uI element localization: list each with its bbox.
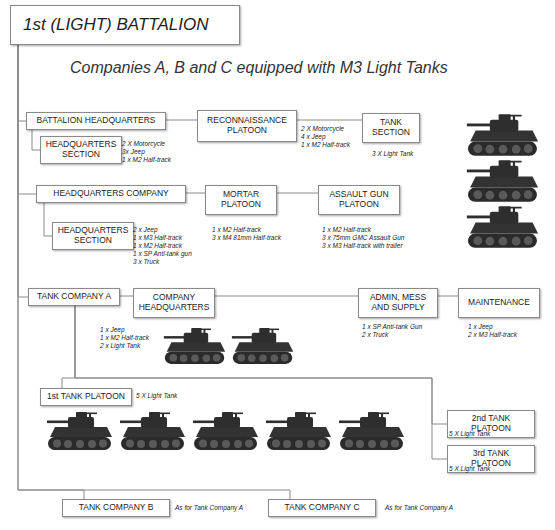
equipment-note: 3 X Light Tank bbox=[372, 150, 413, 158]
company-box: TANK COMPANY A bbox=[28, 288, 120, 306]
subtitle: Companies A, B and C equipped with M3 Li… bbox=[70, 58, 448, 78]
light-tank bbox=[266, 412, 331, 450]
equipment-note: 2 x Light Tank bbox=[100, 342, 140, 350]
light-tank bbox=[47, 412, 112, 450]
support-box: ADMIN, MESS AND SUPPLY bbox=[358, 288, 438, 318]
equipment-note: 2 X Motorcycle bbox=[301, 125, 344, 133]
org-connector bbox=[297, 120, 362, 121]
light-tank bbox=[193, 412, 258, 450]
equipment-note: 4 x Jeep bbox=[301, 133, 326, 141]
battalion-box: 1st (LIGHT) BATTALION bbox=[10, 5, 240, 45]
box-label: MORTAR PLATOON bbox=[210, 190, 272, 210]
light-tank bbox=[120, 412, 185, 450]
box-label: 1st TANK PLATOON bbox=[45, 392, 127, 402]
light-tank bbox=[339, 412, 404, 450]
box-label: TANK SECTION bbox=[367, 118, 415, 138]
equipment-note: 2 x Truck bbox=[362, 331, 388, 339]
company-box: TANK COMPANY C bbox=[268, 499, 376, 517]
org-connector bbox=[75, 306, 447, 424]
box-label: TANK COMPANY C bbox=[273, 503, 371, 513]
org-connector bbox=[438, 296, 458, 297]
equipment-note: 1 x SP Anti-tank Gun bbox=[362, 323, 422, 331]
equipment-note: 1 x M2 Half-track bbox=[122, 156, 171, 164]
box-label: ADMIN, MESS AND SUPPLY bbox=[363, 293, 433, 313]
org-connector bbox=[120, 296, 133, 297]
light-tank bbox=[467, 160, 538, 202]
light-tank bbox=[467, 114, 538, 156]
platoon-box: ASSAULT GUN PLATOON bbox=[318, 185, 400, 215]
platoon-box: MORTAR PLATOON bbox=[205, 185, 277, 215]
equipment-note: 1 x Jeep bbox=[100, 326, 125, 334]
equipment-note: 3 x 75mm GMC Assault Gun bbox=[322, 234, 404, 242]
box-label: TANK COMPANY A bbox=[33, 292, 115, 302]
equipment-note: 1 x M2 Half-track bbox=[212, 226, 261, 234]
box-label: BATTALION HEADQUARTERS bbox=[31, 116, 161, 126]
platoon-box: 1st TANK PLATOON bbox=[40, 388, 132, 406]
equipment-note: 1 x M3 Half-track bbox=[133, 234, 182, 242]
box-label: HEADQUARTERS SECTION bbox=[45, 140, 117, 160]
org-connector bbox=[75, 306, 447, 459]
hq-box: BATTALION HEADQUARTERS bbox=[26, 112, 166, 130]
light-tank bbox=[232, 328, 293, 364]
company-box: HEADQUARTERS COMPANY bbox=[36, 185, 186, 203]
org-connector bbox=[215, 296, 358, 297]
equipment-note: 5 X Light Tank bbox=[449, 430, 490, 438]
equipment-note: As for Tank Company A bbox=[175, 504, 243, 512]
section-box: HEADQUARTERS SECTION bbox=[52, 222, 134, 250]
light-tank bbox=[467, 206, 538, 248]
box-label: COMPANY HEADQUARTERS bbox=[138, 293, 210, 313]
equipment-note: 1 x M2 Half-track bbox=[322, 226, 371, 234]
equipment-note: 2 x M3 Half-track bbox=[468, 331, 517, 339]
org-connector bbox=[166, 120, 197, 121]
equipment-note: 3 x M3 Half-track with trailer bbox=[322, 242, 403, 250]
org-connector bbox=[62, 306, 75, 388]
equipment-note: 2 x Jeep bbox=[133, 226, 158, 234]
platoon-box: RECONNAISSANCE PLATOON bbox=[197, 110, 297, 142]
equipment-note: 5 X Light Tank bbox=[136, 392, 177, 400]
box-label: MAINTENANCE bbox=[463, 298, 535, 308]
equipment-note: 3x Jeep bbox=[122, 148, 145, 156]
support-box: MAINTENANCE bbox=[458, 288, 540, 318]
box-label: HEADQUARTERS SECTION bbox=[57, 226, 129, 246]
equipment-note: 1 x M2 Half-track bbox=[100, 334, 149, 342]
equipment-note: 1 x M2 Half-track bbox=[133, 242, 182, 250]
box-label: RECONNAISSANCE PLATOON bbox=[202, 116, 292, 136]
box-label: HEADQUARTERS COMPANY bbox=[41, 189, 181, 199]
box-label: 1st (LIGHT) BATTALION bbox=[23, 15, 235, 35]
box-label: ASSAULT GUN PLATOON bbox=[323, 190, 395, 210]
equipment-note: 2 X Motorcycle bbox=[122, 140, 165, 148]
org-connector bbox=[18, 45, 26, 121]
box-label: TANK COMPANY B bbox=[67, 503, 165, 513]
org-connector bbox=[44, 203, 52, 236]
equipment-note: 5 X Light Tank bbox=[449, 465, 490, 473]
hq-box: COMPANY HEADQUARTERS bbox=[133, 288, 215, 318]
company-box: TANK COMPANY B bbox=[62, 499, 170, 517]
equipment-note: 3 x M4 81mm Half-track bbox=[212, 234, 281, 242]
org-connector bbox=[277, 193, 318, 194]
section-box: HEADQUARTERS SECTION bbox=[40, 136, 122, 164]
org-connector bbox=[186, 193, 205, 194]
org-connector bbox=[32, 130, 40, 150]
equipment-note: 1 x Jeep bbox=[468, 323, 493, 331]
equipment-note: As for Tank Company A bbox=[385, 504, 453, 512]
equipment-note: 3 x Truck bbox=[133, 258, 159, 266]
light-tank bbox=[164, 328, 225, 364]
section-box: TANK SECTION bbox=[362, 113, 420, 143]
equipment-note: 1 x M2 Half-track bbox=[301, 141, 350, 149]
org-connector bbox=[18, 45, 28, 297]
equipment-note: 1 x SP Anti-tank gun bbox=[133, 250, 192, 258]
